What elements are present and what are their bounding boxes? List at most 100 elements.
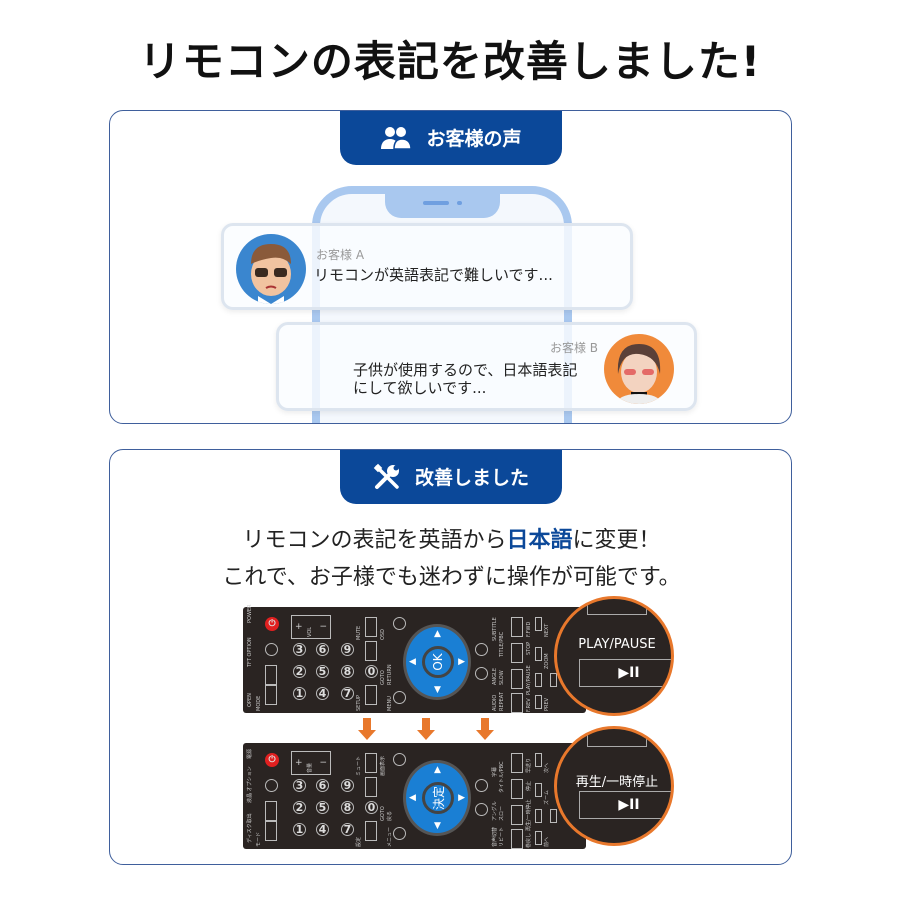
button[interactable] bbox=[511, 643, 523, 663]
button[interactable] bbox=[511, 617, 523, 637]
button-label: 字幕 bbox=[492, 766, 498, 777]
button-label: 設定 bbox=[356, 836, 362, 847]
button-label: MUTE bbox=[356, 625, 362, 640]
button[interactable] bbox=[535, 673, 542, 687]
review-message: リモコンが英語表記で難しいです... bbox=[314, 266, 553, 284]
button[interactable] bbox=[511, 669, 523, 689]
button-label: NEXT bbox=[544, 623, 550, 637]
button[interactable] bbox=[535, 647, 542, 661]
button[interactable] bbox=[265, 801, 277, 821]
number-button-0[interactable]: 0 bbox=[365, 801, 378, 814]
power-button[interactable]: ⏻ bbox=[265, 753, 279, 767]
round-button[interactable] bbox=[265, 779, 278, 792]
dpad[interactable]: ▲▼◀▶OK bbox=[403, 624, 471, 700]
ok-button[interactable]: 決定 bbox=[422, 782, 454, 814]
number-button-7[interactable]: 7 bbox=[341, 687, 354, 700]
button-label: 停止 bbox=[526, 780, 532, 791]
number-button-3[interactable]: 3 bbox=[293, 779, 306, 792]
round-button[interactable] bbox=[393, 827, 406, 840]
dpad[interactable]: ▲▼◀▶決定 bbox=[403, 760, 471, 836]
zoom-label: PLAY/PAUSE bbox=[578, 637, 656, 652]
button[interactable] bbox=[365, 753, 377, 773]
number-button-6[interactable]: 6 bbox=[316, 779, 329, 792]
button-label: スロー bbox=[499, 805, 505, 821]
button-label: MODE bbox=[256, 695, 262, 711]
number-button-8[interactable]: 8 bbox=[341, 801, 354, 814]
button-label: RETURN bbox=[387, 664, 393, 685]
button-label: PLAY/PAUSE bbox=[526, 665, 532, 695]
button[interactable] bbox=[365, 641, 377, 661]
round-button[interactable] bbox=[393, 617, 406, 630]
voices-heading-label: お客様の声 bbox=[426, 128, 522, 150]
button[interactable] bbox=[511, 805, 523, 825]
button[interactable] bbox=[535, 831, 542, 845]
number-button-2[interactable]: 2 bbox=[293, 665, 306, 678]
zoom-play-pause-english: PLAY/PAUSE ▶II bbox=[554, 596, 674, 716]
play-pause-button: ▶II bbox=[579, 659, 671, 687]
play-pause-button: ▶II bbox=[579, 791, 671, 819]
button[interactable] bbox=[511, 753, 523, 773]
button[interactable] bbox=[535, 753, 542, 767]
number-button-6[interactable]: 6 bbox=[316, 643, 329, 656]
button-label: F.REV bbox=[526, 698, 532, 712]
reviewer-name: お客様 B bbox=[549, 341, 598, 355]
button[interactable] bbox=[511, 693, 523, 713]
review-card-b: お客様 B 子供が使用するので、日本語表記 にして欲しいです... bbox=[276, 322, 697, 411]
button[interactable] bbox=[265, 665, 277, 685]
button[interactable] bbox=[365, 777, 377, 797]
button[interactable] bbox=[550, 809, 557, 823]
number-button-4[interactable]: 4 bbox=[316, 687, 329, 700]
round-button[interactable] bbox=[475, 667, 488, 680]
number-button-9[interactable]: 9 bbox=[341, 779, 354, 792]
button-label: REPEAT bbox=[499, 692, 505, 711]
number-button-3[interactable]: 3 bbox=[293, 643, 306, 656]
round-button[interactable] bbox=[393, 753, 406, 766]
button[interactable] bbox=[365, 617, 377, 637]
round-button[interactable] bbox=[475, 803, 488, 816]
phone-notch bbox=[385, 192, 500, 218]
button-label: ディスク取出 bbox=[247, 813, 253, 843]
number-button-7[interactable]: 7 bbox=[341, 823, 354, 836]
button[interactable] bbox=[265, 821, 277, 841]
power-button[interactable]: ⏻ bbox=[265, 617, 279, 631]
button[interactable] bbox=[511, 779, 523, 799]
button[interactable] bbox=[535, 809, 542, 823]
volume-rocker[interactable]: +− bbox=[291, 615, 331, 639]
number-button-5[interactable]: 5 bbox=[316, 665, 329, 678]
round-button[interactable] bbox=[265, 643, 278, 656]
button[interactable] bbox=[550, 673, 557, 687]
button-label: POWER bbox=[247, 604, 253, 623]
arrow-down-icon bbox=[476, 718, 494, 740]
button[interactable] bbox=[365, 821, 377, 841]
number-button-9[interactable]: 9 bbox=[341, 643, 354, 656]
volume-rocker[interactable]: +− bbox=[291, 751, 331, 775]
ok-button[interactable]: OK bbox=[422, 646, 454, 678]
button[interactable] bbox=[511, 829, 523, 849]
improvement-text-line1: リモコンの表記を英語から日本語に変更！ bbox=[242, 528, 661, 553]
button[interactable] bbox=[365, 685, 377, 705]
round-button[interactable] bbox=[475, 643, 488, 656]
button[interactable] bbox=[535, 617, 542, 631]
button-label: モード bbox=[256, 831, 262, 847]
button[interactable] bbox=[535, 783, 542, 797]
button-label: F.FWD bbox=[526, 621, 532, 637]
tools-icon bbox=[373, 463, 399, 489]
number-button-0[interactable]: 0 bbox=[365, 665, 378, 678]
number-button-8[interactable]: 8 bbox=[341, 665, 354, 678]
button-label: タイトル/PBC bbox=[499, 761, 505, 793]
button[interactable] bbox=[265, 685, 277, 705]
number-button-2[interactable]: 2 bbox=[293, 801, 306, 814]
round-button[interactable] bbox=[475, 779, 488, 792]
button[interactable] bbox=[535, 695, 542, 709]
round-button[interactable] bbox=[393, 691, 406, 704]
number-button-5[interactable]: 5 bbox=[316, 801, 329, 814]
number-button-1[interactable]: 1 bbox=[293, 823, 306, 836]
number-button-1[interactable]: 1 bbox=[293, 687, 306, 700]
button-label: PREV bbox=[544, 697, 550, 711]
number-button-4[interactable]: 4 bbox=[316, 823, 329, 836]
button-label: リピート bbox=[499, 826, 505, 847]
arrow-down-icon bbox=[417, 718, 435, 740]
button-label: OPEN bbox=[247, 693, 253, 707]
button-label: 電源 bbox=[247, 748, 253, 759]
